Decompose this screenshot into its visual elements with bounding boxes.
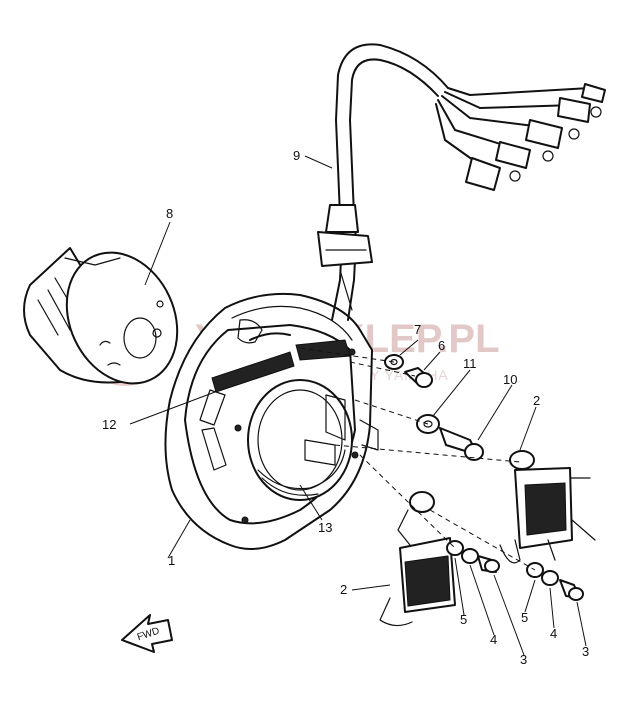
washer-part-7: [384, 354, 404, 370]
washer-part-4-left: [461, 548, 479, 564]
callout-10: 10: [503, 372, 517, 387]
callout-4-right: 4: [550, 626, 557, 641]
callout-3-right: 3: [582, 644, 589, 659]
pulser-coil-left-part-2: [379, 491, 456, 627]
washer-part-5-left: [446, 540, 464, 556]
callout-labels: 1 2 2 3 3 4 4 5 5 6 7 8 9 10 11 12 13: [102, 148, 589, 667]
callout-6: 6: [438, 338, 445, 353]
callout-1: 1: [168, 553, 175, 568]
callout-9: 9: [293, 148, 300, 163]
callout-11: 11: [463, 356, 477, 371]
callout-13: 13: [318, 520, 332, 535]
clamp-left: [499, 539, 521, 564]
assembly-lines: [299, 347, 536, 571]
callout-7: 7: [414, 322, 421, 337]
rotor-part-8: [23, 247, 179, 385]
pulser-coil-right-part-2: [509, 450, 596, 561]
stator-coils: [199, 339, 351, 471]
callout-2-left: 2: [340, 582, 347, 597]
callout-12: 12: [102, 417, 116, 432]
leader-lines: [129, 155, 587, 656]
callout-5-left: 5: [460, 612, 467, 627]
callout-5-right: 5: [521, 610, 528, 625]
forward-direction-arrow: FWD: [121, 614, 173, 653]
callout-8: 8: [166, 206, 173, 221]
washer-part-4-right: [541, 570, 559, 586]
callout-2-right: 2: [533, 393, 540, 408]
wire-harness-part-9: [317, 43, 606, 321]
callout-3-left: 3: [520, 652, 527, 667]
callout-4-left: 4: [490, 632, 497, 647]
